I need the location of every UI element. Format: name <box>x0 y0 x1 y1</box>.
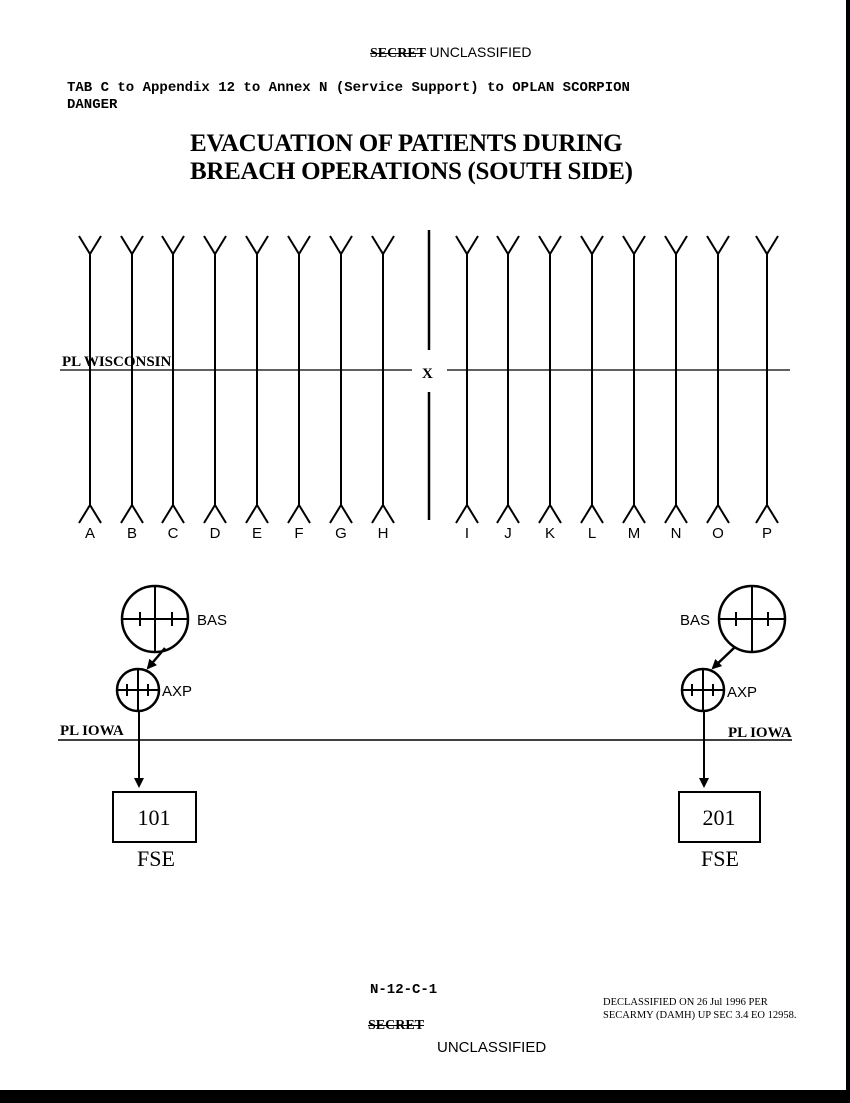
fse-box <box>678 791 761 843</box>
breach-lane-f: F <box>287 235 311 542</box>
lane-label: A <box>85 525 95 542</box>
declassification-line: SECARMY (DAMH) UP SEC 3.4 EO 12958. <box>603 1010 797 1021</box>
left-medical-unit: BAS AXP 101 FSE <box>112 584 227 871</box>
bas-symbol-left <box>120 584 190 654</box>
fse-number: 101 <box>138 805 171 830</box>
lane-label: G <box>335 525 347 542</box>
lane-line <box>664 235 688 524</box>
breach-lane-g: G <box>329 235 353 542</box>
lane-line <box>371 235 395 524</box>
breach-lane-n: N <box>664 235 688 542</box>
breach-lane-d: D <box>203 235 227 542</box>
breach-lane-e: E <box>245 235 269 542</box>
right-medical-unit: BAS AXP 201 FSE <box>678 584 787 871</box>
lane-label: C <box>168 525 179 542</box>
lane-line <box>329 235 353 524</box>
document-reference: TAB C to Appendix 12 to Annex N (Service… <box>67 80 630 114</box>
page-number: N-12-C-1 <box>370 982 438 998</box>
axp-symbol-right <box>680 667 726 713</box>
top-classification: SECRET UNCLASSIFIED <box>370 44 531 62</box>
lane-line <box>161 235 185 524</box>
lane-label: B <box>127 525 137 542</box>
breach-lane-j: J <box>496 235 520 542</box>
lane-label: N <box>671 525 682 542</box>
lane-line <box>455 235 479 524</box>
breach-lane-m: M <box>622 235 646 542</box>
lane-line <box>706 235 730 524</box>
axp-label: AXP <box>727 684 757 701</box>
fse-number: 201 <box>703 805 736 830</box>
classification-marking: UNCLASSIFIED <box>429 44 532 60</box>
fse-label: FSE <box>137 846 175 871</box>
reference-line: TAB C to Appendix 12 to Annex N (Service… <box>67 80 630 96</box>
phase-line-iowa-label-right: PL IOWA <box>728 725 792 741</box>
lane-label: F <box>294 525 303 542</box>
declassification-notice: DECLASSIFIED ON 26 Jul 1996 PER SECARMY … <box>603 996 797 1022</box>
lane-line <box>78 235 102 524</box>
classification-marking-bottom: UNCLASSIFIED <box>437 1039 547 1056</box>
breach-lane-c: C <box>161 235 185 542</box>
reference-line: DANGER <box>67 97 118 113</box>
breach-lane-l: L <box>580 235 604 542</box>
lane-label: H <box>378 525 389 542</box>
axp-label: AXP <box>162 683 192 700</box>
bas-label: BAS <box>197 612 227 629</box>
lane-line <box>755 235 779 524</box>
arrow-bas-to-axp <box>711 646 736 670</box>
scan-border <box>0 1090 850 1103</box>
fse-label: FSE <box>701 846 739 871</box>
breach-lane-h: H <box>371 235 395 542</box>
breach-lane-b: B <box>120 235 144 542</box>
phase-line-iowa-label-left: PL IOWA <box>60 723 124 739</box>
old-classification-bottom: SECRET <box>368 1018 425 1033</box>
declassification-line: DECLASSIFIED ON 26 Jul 1996 PER <box>603 997 768 1008</box>
scan-border <box>846 0 850 1103</box>
lane-line <box>496 235 520 524</box>
lane-label: E <box>252 525 262 542</box>
title-line: BREACH OPERATIONS (SOUTH SIDE) <box>190 158 633 185</box>
lane-label: I <box>465 525 469 542</box>
lane-line <box>245 235 269 524</box>
lane-label: K <box>545 525 555 542</box>
lane-label: L <box>588 525 596 542</box>
lane-line <box>203 235 227 524</box>
center-mark: X <box>422 366 433 382</box>
lane-line <box>287 235 311 524</box>
fse-box <box>112 791 197 843</box>
lane-label: M <box>628 525 641 542</box>
bas-symbol-right <box>717 584 787 654</box>
breach-lane-i: I <box>455 235 479 542</box>
lane-label: D <box>210 525 221 542</box>
lane-label: O <box>712 525 724 542</box>
lane-line <box>120 235 144 524</box>
breach-lane-o: O <box>706 235 730 542</box>
lane-line <box>538 235 562 524</box>
breach-lane-p: P <box>755 235 779 542</box>
phase-line-wisconsin-label: PL WISCONSIN <box>62 354 172 370</box>
lane-line <box>622 235 646 524</box>
lane-label: J <box>504 525 512 542</box>
arrow-bas-to-axp <box>146 647 166 670</box>
lane-label: P <box>762 525 772 542</box>
old-classification: SECRET <box>370 46 427 61</box>
breach-lanes: A B C D E F G H I J K L M N O P <box>78 235 779 542</box>
bas-label: BAS <box>680 612 710 629</box>
axp-symbol-left <box>115 667 161 713</box>
breach-lane-a: A <box>78 235 102 542</box>
breach-lane-k: K <box>538 235 562 542</box>
page-title: EVACUATION OF PATIENTS DURING BREACH OPE… <box>190 130 633 186</box>
title-line: EVACUATION OF PATIENTS DURING <box>190 130 623 157</box>
lane-line <box>580 235 604 524</box>
